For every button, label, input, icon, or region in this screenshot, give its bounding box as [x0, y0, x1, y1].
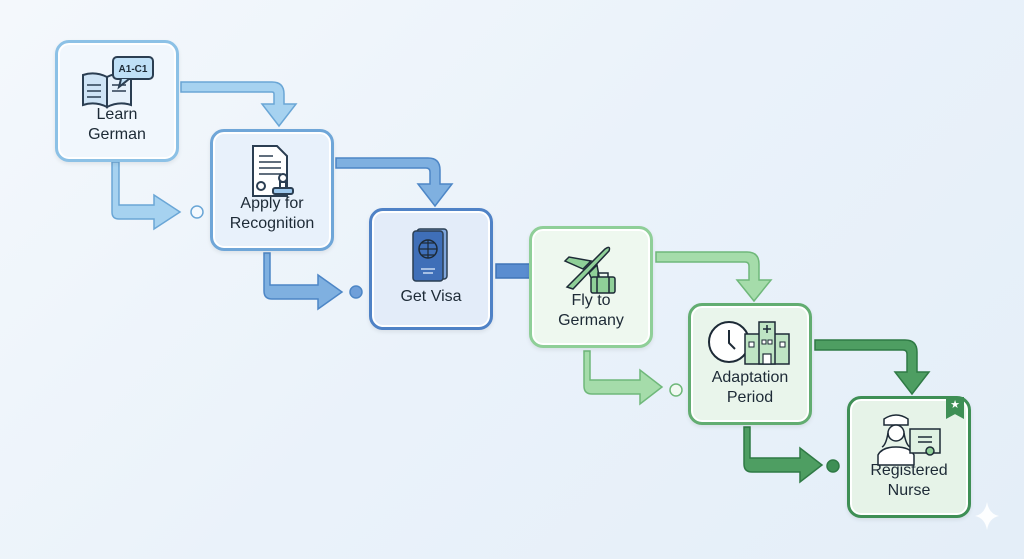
book-speech-icon: A1-C1 — [58, 55, 176, 111]
arrow-apply-to-visa — [263, 157, 454, 311]
step-dot — [349, 285, 363, 299]
step-label: Learn German — [88, 106, 146, 143]
arrow-learn-to-apply — [111, 81, 298, 231]
step-learn-german[interactable]: A1-C1 Learn German — [55, 40, 179, 162]
step-adaptation-period[interactable]: Adaptation Period — [688, 303, 812, 425]
passport-icon — [372, 227, 490, 283]
step-label: Apply for Recognition — [229, 195, 315, 232]
step-label: Registered Nurse — [870, 462, 948, 499]
step-label: Adaptation Period — [711, 369, 789, 406]
step-registered-nurse[interactable]: ★ Registered Nurse — [847, 396, 971, 518]
arrow-visa-to-fly — [495, 263, 533, 279]
nurse-certificate-icon — [850, 411, 968, 467]
document-stamp-icon — [213, 144, 331, 198]
step-dot — [190, 205, 204, 219]
level-badge: A1-C1 — [119, 64, 148, 75]
step-fly-to-germany[interactable]: Fly to Germany — [529, 226, 653, 348]
step-dot — [826, 459, 840, 473]
star-ribbon-icon: ★ — [946, 397, 964, 419]
step-label: Fly to Germany — [558, 292, 624, 329]
arrow-fly-to-adaptation — [583, 251, 773, 406]
clock-hospital-icon — [691, 318, 809, 366]
step-get-visa[interactable]: Get Visa — [369, 208, 493, 330]
arrow-adaptation-to-nurse — [743, 339, 931, 484]
sparkle-icon — [975, 502, 999, 530]
airplane-luggage-icon — [532, 241, 650, 295]
step-apply-recognition[interactable]: Apply for Recognition — [210, 129, 334, 251]
step-label: Get Visa — [400, 288, 462, 305]
step-dot — [669, 383, 683, 397]
